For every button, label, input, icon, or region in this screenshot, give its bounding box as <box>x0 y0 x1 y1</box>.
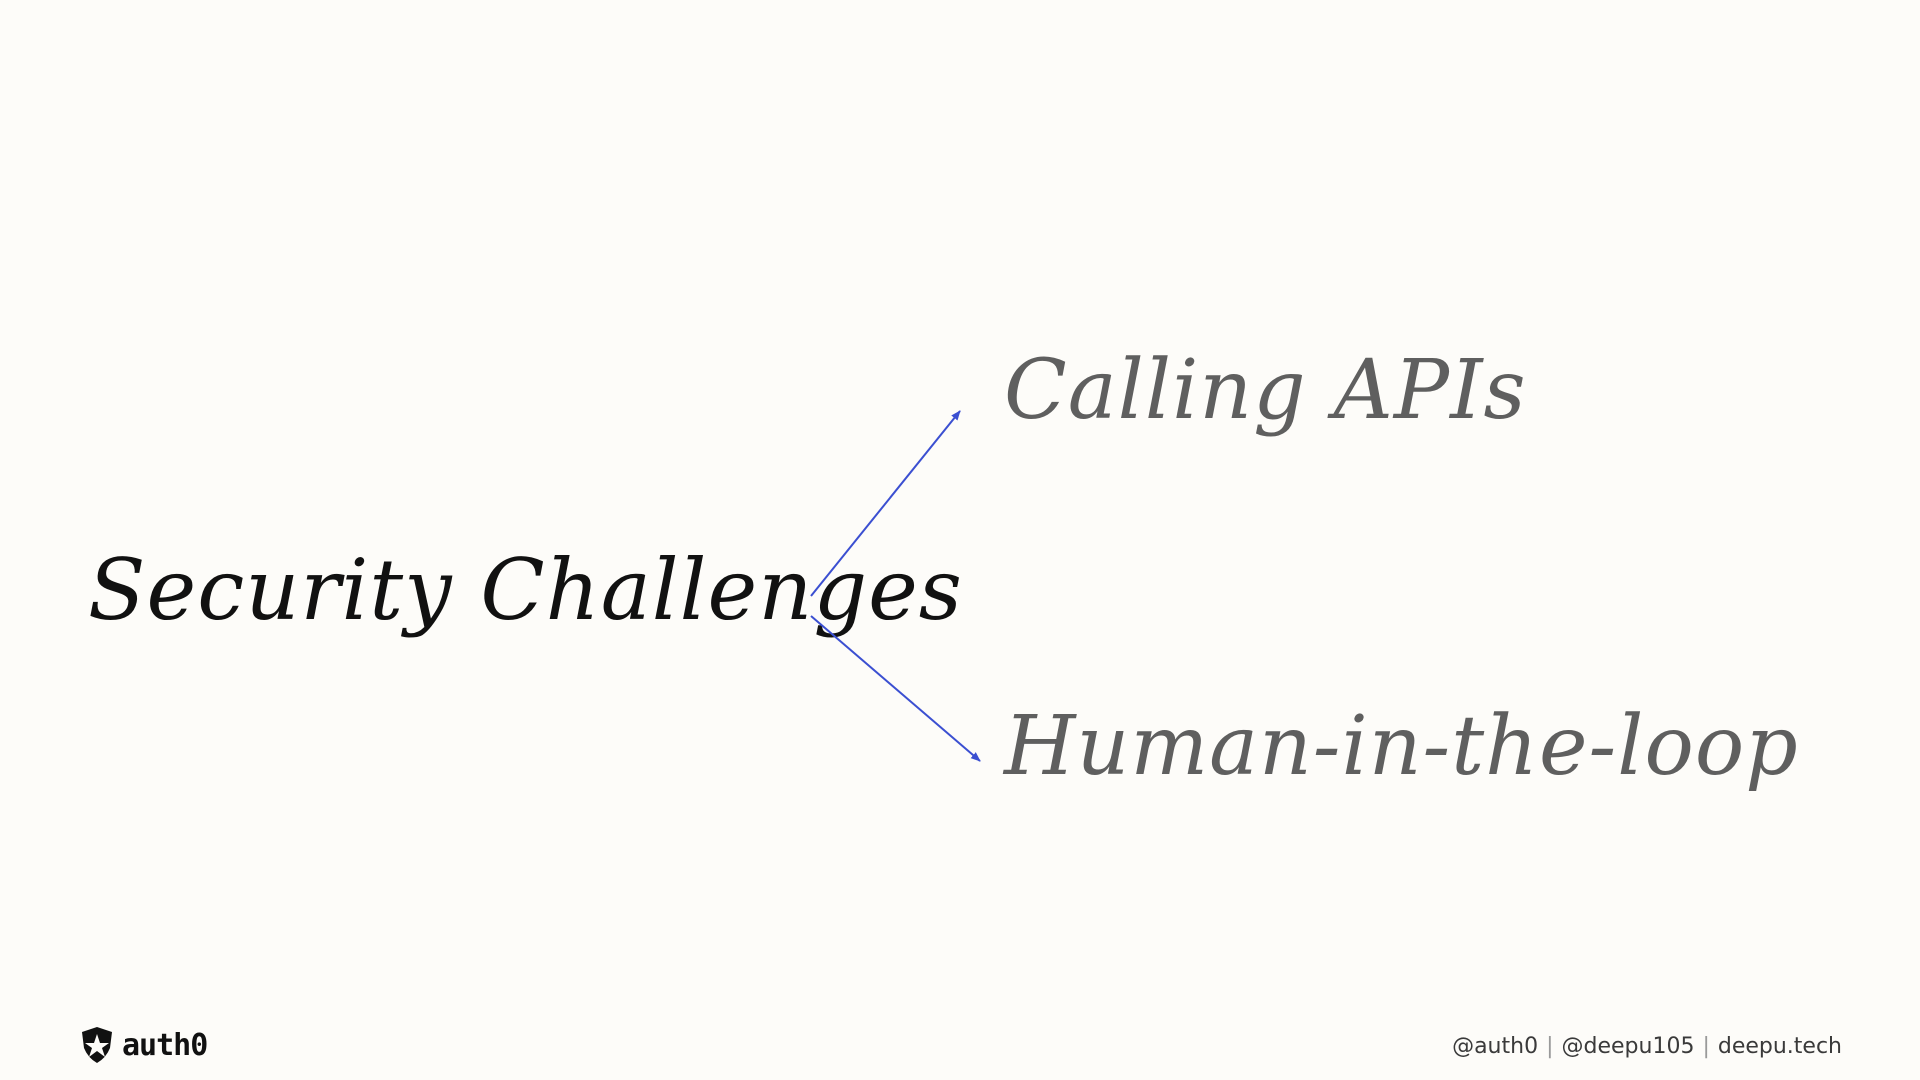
logo-wordmark: auth0 <box>122 1027 208 1063</box>
footer-handles: @auth0 | @deepu105 | deepu.tech <box>1452 1034 1842 1059</box>
shield-icon <box>82 1027 112 1063</box>
auth0-logo: auth0 <box>80 1026 208 1064</box>
separator: | <box>1546 1034 1554 1059</box>
root-topic: Security Challenges <box>88 541 963 639</box>
branch-human-in-the-loop: Human-in-the-loop <box>1004 699 1799 794</box>
handle-auth0[interactable]: @auth0 <box>1452 1034 1539 1059</box>
handle-website[interactable]: deepu.tech <box>1717 1034 1842 1059</box>
branch-calling-apis: Calling APIs <box>1004 343 1527 438</box>
separator: | <box>1702 1034 1710 1059</box>
handle-deepu105[interactable]: @deepu105 <box>1561 1034 1695 1059</box>
